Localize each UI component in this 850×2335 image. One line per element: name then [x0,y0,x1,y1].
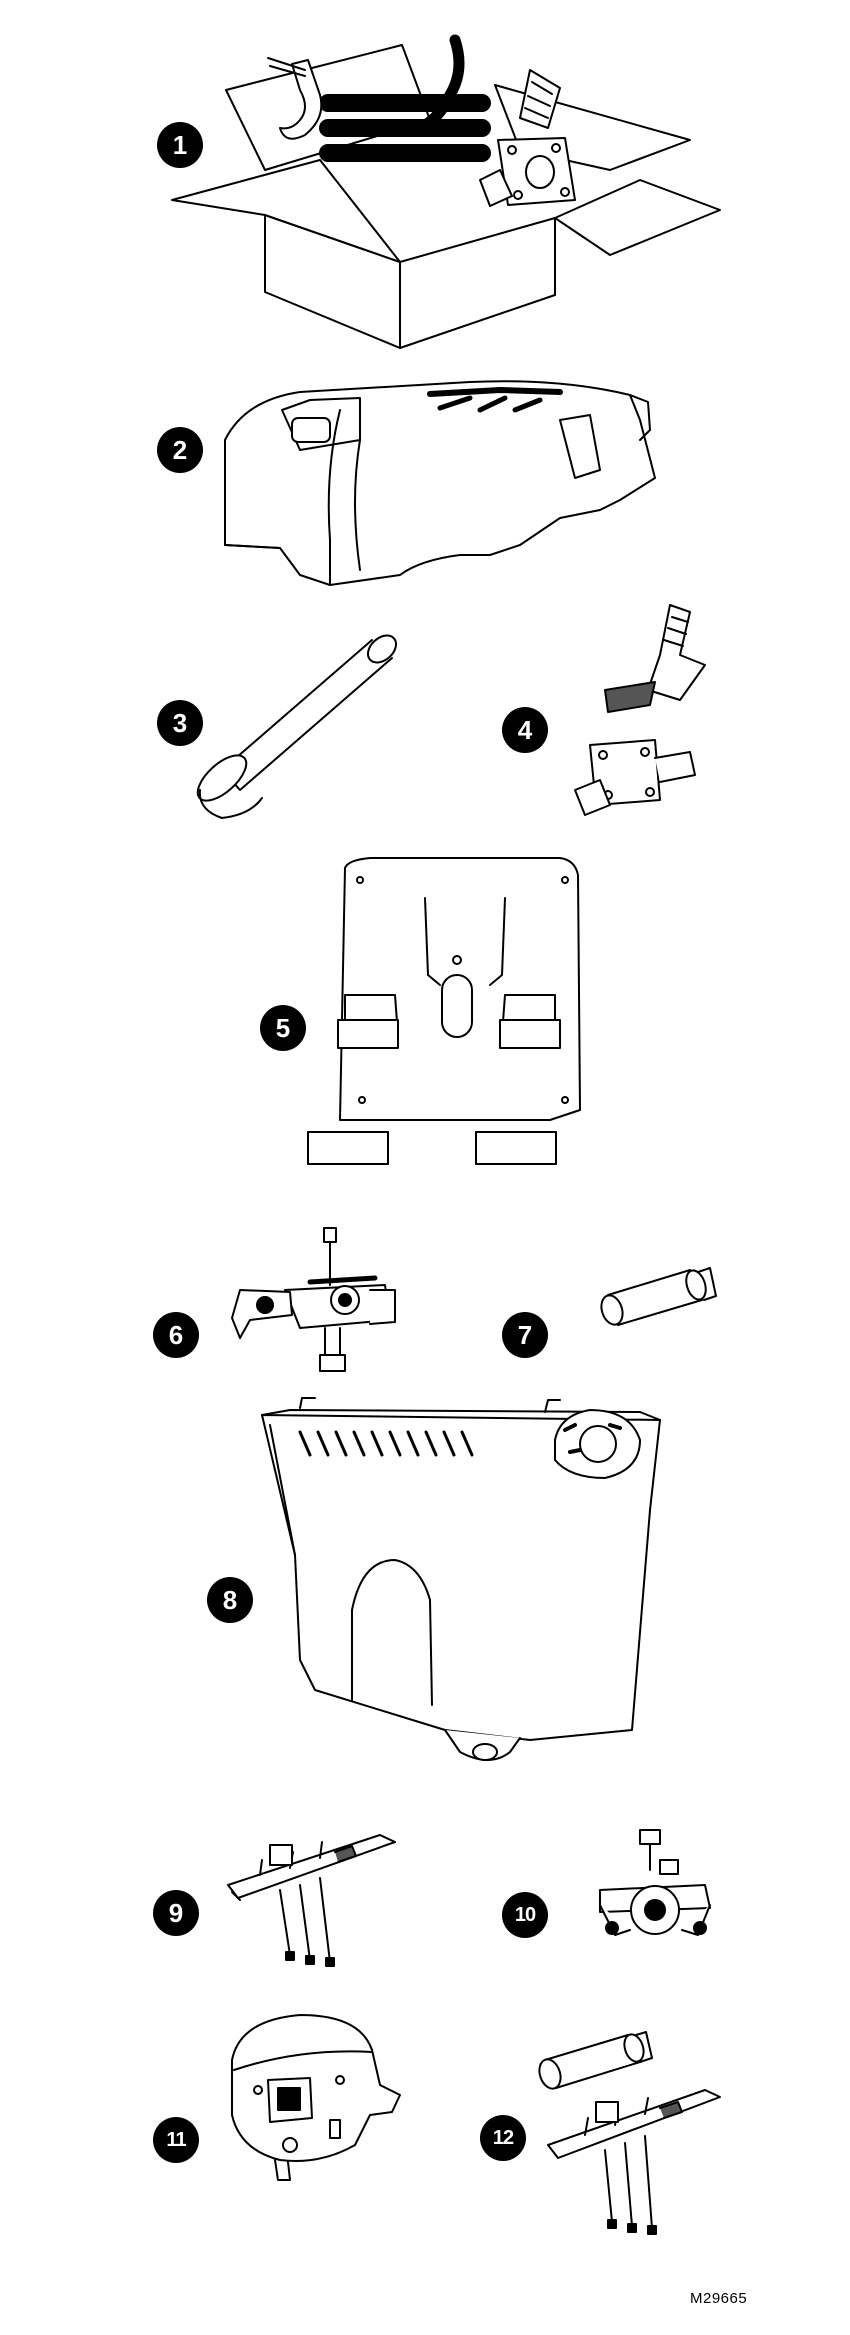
part-number-10: 10 [502,1892,548,1938]
part-number-1: 1 [157,122,203,168]
pressure-switch-icon [232,2015,400,2180]
gas-valve-icon [232,1228,395,1371]
part-number-7: 7 [502,1312,548,1358]
part-number-5: 5 [260,1005,306,1051]
mounting-bracket-icon [308,858,580,1164]
figure-code: M29665 [690,2290,748,2307]
part-number-8: 8 [207,1577,253,1623]
part-number-9: 9 [153,1890,199,1936]
flue-pipe-icon [190,630,401,818]
part-number-3: 3 [157,700,203,746]
orifice-tube-icon [598,1268,716,1327]
hose-fittings-icon [575,605,705,815]
part-number-11: 11 [153,2117,199,2163]
part-number-6: 6 [153,1312,199,1358]
parts-box-icon [172,40,720,348]
pipe-clamp-valve-icon [600,1830,710,1935]
part-number-4: 4 [502,707,548,753]
part-number-2: 2 [157,427,203,473]
combustion-chamber-icon [262,1398,660,1760]
burner-assembly-icon [228,1835,395,1966]
burner-kit-icon [536,2032,720,2234]
burner-cover-icon [225,381,655,585]
part-number-12: 12 [480,2115,526,2161]
